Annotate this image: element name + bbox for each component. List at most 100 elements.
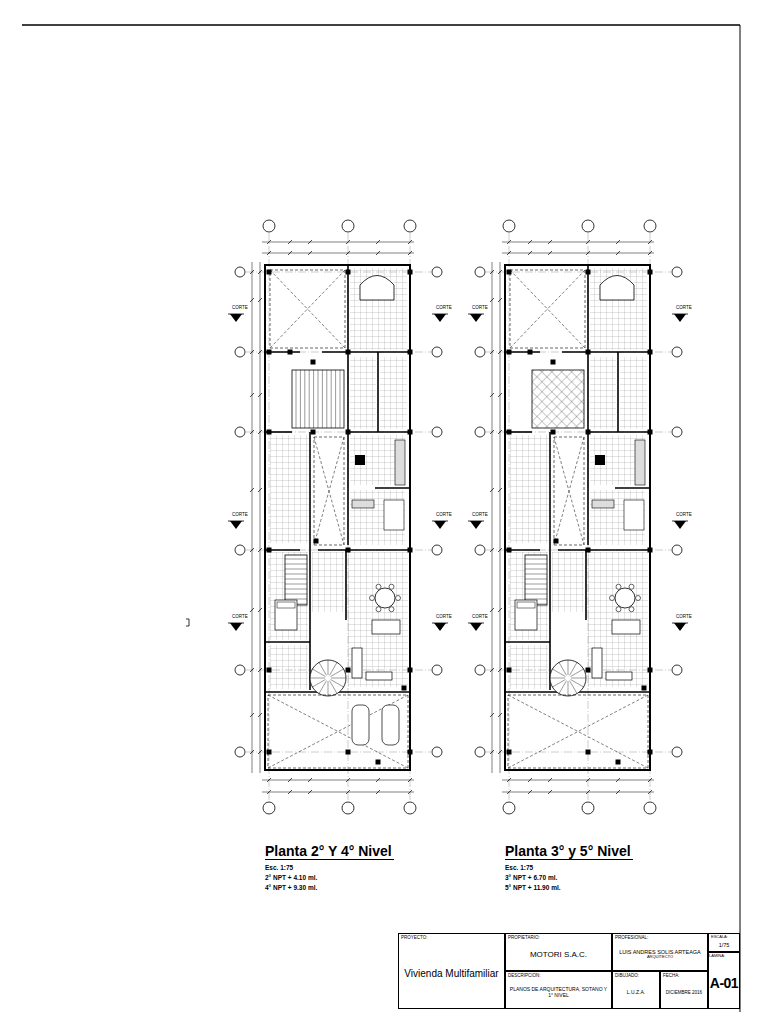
void-cross [268,695,408,768]
car [352,705,369,745]
section-marker [470,623,482,631]
void-outline [268,695,408,768]
column [311,360,316,365]
cell-value: MOTORI S.A.C. [508,950,609,959]
cell-heading: PROYECTO: [401,935,502,940]
inner-wall [505,641,550,643]
dimension-tick [586,251,590,255]
column [507,548,512,553]
stair-step [331,669,344,677]
column [267,548,272,553]
column [408,668,413,673]
stair-step [300,370,301,428]
tile-floor [350,490,405,545]
dimension-tick [616,251,620,255]
tile-floor [350,435,405,485]
sofa [592,648,602,678]
inner-wall [345,550,347,620]
cell-heading: PROPIETARIO: [508,935,609,940]
stair [285,555,307,605]
dimension-tick [308,778,312,782]
axis-line [509,233,510,801]
axis-bubble [235,747,245,757]
axis-bubble [672,665,682,675]
sofa [366,672,392,680]
dimension-tick [498,608,502,612]
stair-step [571,669,584,677]
stair-step [525,599,547,600]
hatched-floor [532,370,584,428]
column [586,430,591,435]
dimension-tick [490,350,494,354]
void-cross [314,437,344,545]
dimension-tick [528,240,532,244]
stair-step [330,681,338,694]
stair-step [304,370,305,428]
appliance [355,455,365,465]
dimension-tick [308,240,312,244]
dimension-tick [346,251,350,255]
stair-step [313,370,314,428]
stair-step [525,569,547,570]
tile-floor [552,552,584,612]
cell-value: A-01 [709,975,739,991]
column [408,430,413,435]
chair [610,596,615,601]
section-label: CORTE [472,614,488,619]
column [648,750,653,755]
column [346,350,351,355]
stair-step [319,662,327,675]
column [507,430,512,435]
column [267,270,272,275]
outer-wall [505,265,650,770]
stair-step [525,594,547,595]
car [382,705,399,745]
tile-floor [590,435,645,485]
dimension-tick [498,298,502,302]
dimension-tick [490,430,494,434]
spiral-stair [310,660,346,696]
dimension-tick [250,270,254,274]
title-block-cell: PROYECTO:Vivienda Multifamiliar [398,933,505,1009]
section-label: CORTE [676,614,692,619]
axis-bubble [672,347,682,357]
dimension-tick [346,790,350,794]
void-cross [554,437,584,545]
stair-step [525,564,547,565]
dimension-tick [498,488,502,492]
axis-bubble [475,427,485,437]
stair-step [285,574,307,575]
stair [525,555,547,605]
dimension-tick [548,790,552,794]
cell-heading: DIBUJADO: [615,973,657,978]
stair-step [318,370,319,428]
axis-line [246,432,431,433]
column [551,360,556,365]
counter [395,440,405,485]
axis-bubble [582,802,594,814]
dimension-tick [288,251,292,255]
dimension-tick [498,270,502,274]
axis-bubble [263,802,275,814]
void-outline [508,695,648,768]
column [346,548,351,553]
axis-bubble [404,220,416,232]
column [376,760,381,765]
dimension-line [502,253,654,254]
dimension-tick [258,488,262,492]
tile-floor [510,645,548,689]
dimension-tick [648,251,652,255]
dimension-tick [616,790,620,794]
axis-bubble [263,220,275,232]
counter [352,500,374,508]
chair [629,607,634,612]
column [586,668,591,673]
stair-step [328,681,329,696]
inner-wall [377,352,379,432]
dimension-tick [648,240,652,244]
axis-line [486,752,671,753]
dimension-line [252,262,253,773]
axis-line [348,233,349,801]
bed [515,600,537,630]
stair-step [570,681,578,694]
